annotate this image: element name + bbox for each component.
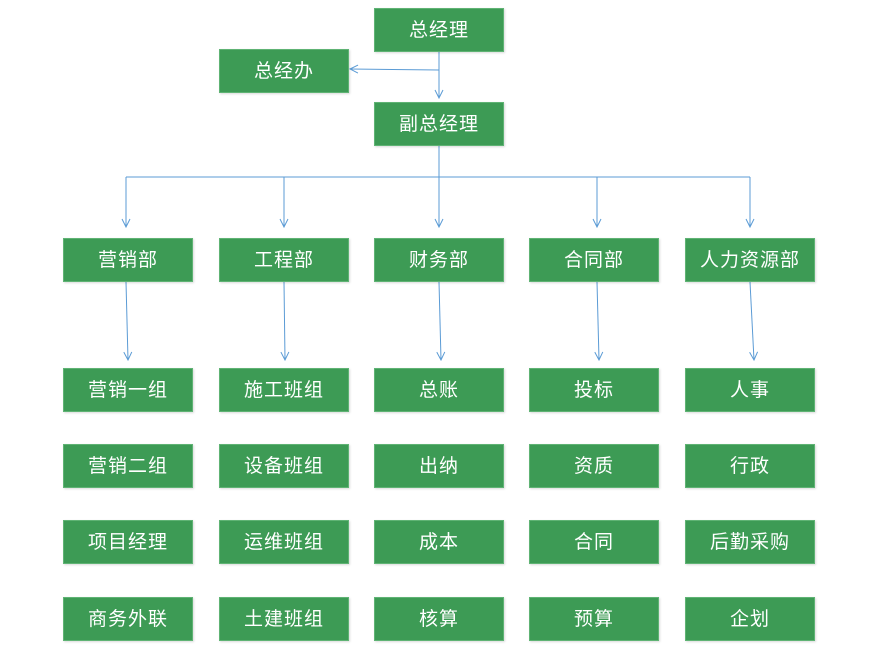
node-contract-item: 合同 <box>529 520 659 564</box>
connector-dept-to-item-0 <box>126 281 128 360</box>
connector-gm-to-office <box>350 69 440 70</box>
node-dept-contract: 合同部 <box>529 238 659 282</box>
node-dept-hr: 人力资源部 <box>685 238 815 282</box>
node-finance-item: 总账 <box>374 368 504 412</box>
node-contract-item: 投标 <box>529 368 659 412</box>
node-marketing-item: 项目经理 <box>63 520 193 564</box>
node-hr-item: 后勤采购 <box>685 520 815 564</box>
node-finance-item: 核算 <box>374 597 504 641</box>
node-engineering-item: 施工班组 <box>219 368 349 412</box>
connector-dept-to-item-1 <box>284 281 285 360</box>
node-deputy-gm: 副总经理 <box>374 102 504 146</box>
node-hr-item: 人事 <box>685 368 815 412</box>
node-marketing-item: 商务外联 <box>63 597 193 641</box>
connector-dept-to-item-3 <box>597 281 599 360</box>
node-dept-marketing: 营销部 <box>63 238 193 282</box>
node-dept-finance: 财务部 <box>374 238 504 282</box>
node-gm-office: 总经办 <box>219 49 349 93</box>
node-hr-item: 行政 <box>685 444 815 488</box>
node-general-manager: 总经理 <box>374 8 504 52</box>
node-marketing-item: 营销二组 <box>63 444 193 488</box>
node-engineering-item: 土建班组 <box>219 597 349 641</box>
node-marketing-item: 营销一组 <box>63 368 193 412</box>
node-finance-item: 成本 <box>374 520 504 564</box>
node-dept-engineering: 工程部 <box>219 238 349 282</box>
node-engineering-item: 运维班组 <box>219 520 349 564</box>
node-engineering-item: 设备班组 <box>219 444 349 488</box>
connector-dept-to-item-4 <box>750 281 754 360</box>
node-hr-item: 企划 <box>685 597 815 641</box>
connector-dept-to-item-2 <box>439 281 441 360</box>
node-contract-item: 资质 <box>529 444 659 488</box>
node-contract-item: 预算 <box>529 597 659 641</box>
node-finance-item: 出纳 <box>374 444 504 488</box>
